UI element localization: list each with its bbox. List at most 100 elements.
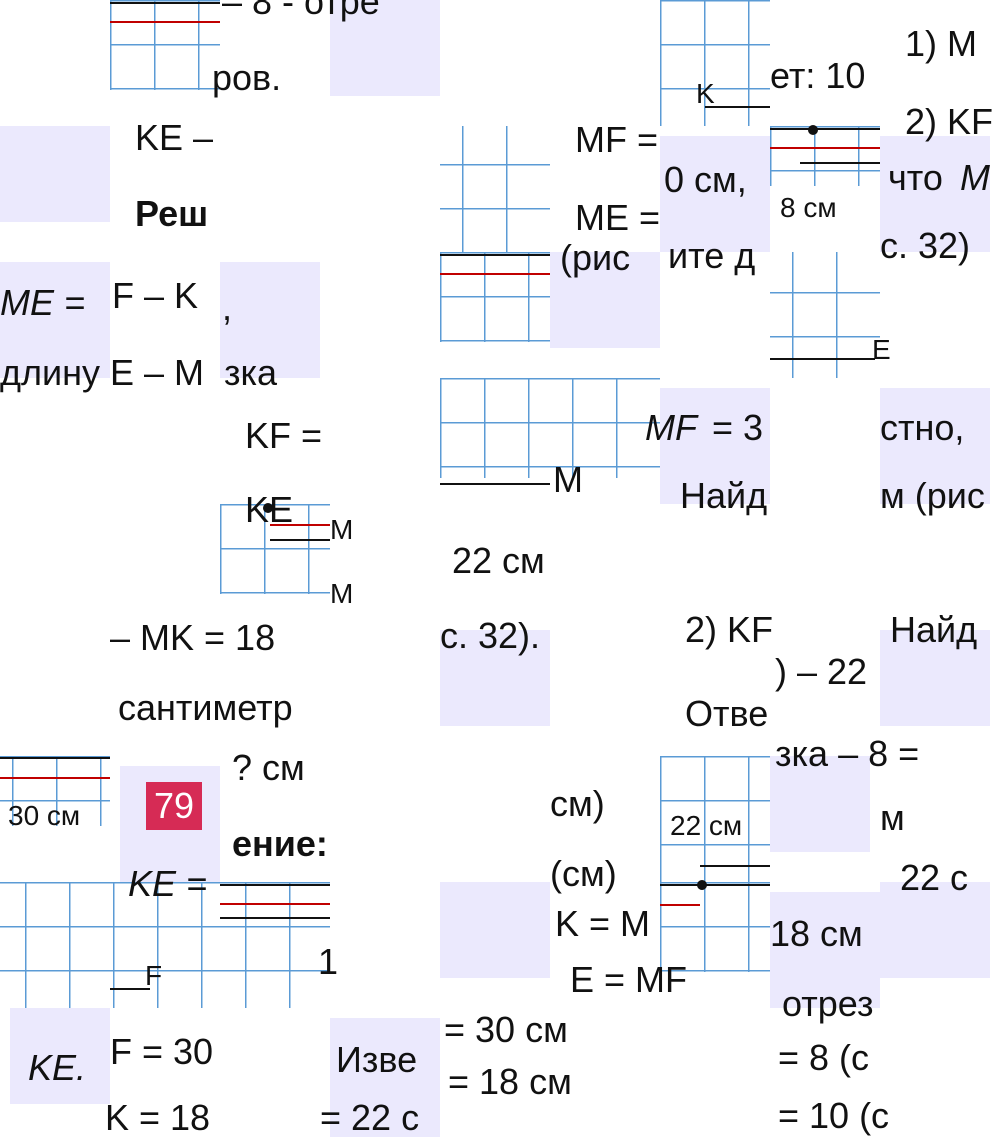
grid-tile bbox=[770, 126, 880, 186]
segment-line bbox=[270, 539, 330, 541]
highlight-tile bbox=[660, 136, 770, 252]
highlight-tile bbox=[10, 1008, 110, 1104]
highlight-tile bbox=[660, 388, 770, 504]
text-fragment: с. 32). bbox=[440, 615, 541, 656]
text-fragment: м (рис bbox=[880, 475, 985, 516]
segment-line bbox=[220, 884, 330, 886]
grid-tile bbox=[110, 0, 220, 90]
highlight-tile bbox=[440, 882, 550, 978]
highlight-tile bbox=[880, 630, 990, 726]
text-fragment: Реш bbox=[135, 193, 209, 234]
segment-line bbox=[110, 2, 220, 4]
highlight-tile bbox=[880, 136, 990, 252]
segment-line bbox=[110, 988, 150, 990]
text-fragment: ) – 22 bbox=[775, 651, 868, 692]
text-fragment: что bbox=[888, 157, 943, 198]
exercise-number-badge: 79 bbox=[146, 782, 203, 830]
highlight-tile bbox=[880, 882, 990, 978]
text-fragment: Найд bbox=[890, 609, 978, 650]
text-fragment: ите д bbox=[668, 235, 756, 276]
text-fragment: отрез bbox=[782, 983, 874, 1024]
text-fragment: 30 см bbox=[8, 800, 81, 831]
text-fragment: = 22 с bbox=[320, 1097, 420, 1138]
grid-tile bbox=[440, 252, 550, 342]
segment-line bbox=[770, 128, 880, 130]
text-fragment: KE = bbox=[128, 863, 208, 904]
highlight-tile bbox=[550, 252, 660, 348]
text-fragment: M bbox=[330, 578, 354, 609]
text-fragment: K = 18 bbox=[105, 1097, 211, 1138]
segment-red bbox=[270, 524, 330, 526]
text-fragment: длину bbox=[0, 352, 101, 393]
grid-tile bbox=[0, 756, 110, 826]
text-fragment: MF = bbox=[575, 119, 659, 160]
text-fragment: м bbox=[880, 797, 905, 838]
text-fragment: = 10 (с bbox=[778, 1095, 890, 1136]
text-fragment: 18 см bbox=[770, 913, 863, 954]
text-fragment: , bbox=[222, 287, 233, 328]
segment-red bbox=[660, 904, 700, 906]
text-fragment: Отве bbox=[685, 693, 769, 734]
text-fragment: MF bbox=[645, 407, 697, 448]
text-fragment: = 8 (с bbox=[778, 1037, 870, 1078]
highlight-tile bbox=[0, 262, 110, 378]
text-fragment: KE. bbox=[28, 1047, 87, 1088]
text-fragment: F bbox=[145, 960, 163, 991]
text-fragment: E bbox=[872, 334, 891, 365]
segment-line bbox=[705, 106, 770, 108]
text-fragment: ение: bbox=[232, 823, 328, 864]
text-fragment: F – K bbox=[112, 275, 199, 316]
text-fragment: K bbox=[696, 78, 715, 109]
grid-tile bbox=[660, 756, 770, 882]
segment-line bbox=[440, 483, 550, 485]
grid-tile bbox=[770, 252, 880, 378]
highlight-tile bbox=[220, 262, 320, 378]
segment-line bbox=[660, 884, 770, 886]
grid-tile bbox=[440, 126, 550, 252]
text-fragment: ME = bbox=[575, 197, 661, 238]
text-fragment: с. 32) bbox=[880, 225, 971, 266]
segment-line bbox=[220, 917, 330, 919]
segment-line bbox=[440, 254, 550, 256]
text-fragment: зка bbox=[224, 352, 278, 393]
text-fragment: E – M bbox=[110, 352, 205, 393]
segment-red bbox=[0, 777, 110, 779]
text-fragment: стно, bbox=[880, 407, 965, 448]
text-fragment: 22 см bbox=[452, 540, 545, 581]
highlight-tile bbox=[330, 1018, 440, 1137]
text-fragment: 22 см bbox=[670, 810, 743, 841]
text-fragment: 0 см, bbox=[664, 159, 747, 200]
text-fragment: ет: 10 bbox=[770, 55, 866, 96]
text-fragment: ? см bbox=[232, 747, 305, 788]
segment-red bbox=[770, 147, 880, 149]
text-fragment: K = M bbox=[555, 903, 651, 944]
text-fragment: (рис bbox=[560, 237, 631, 278]
text-fragment: – MK = 18 bbox=[110, 617, 276, 658]
text-fragment: Найд bbox=[680, 475, 768, 516]
text-fragment: M bbox=[553, 459, 583, 500]
text-fragment: – 8 - отре bbox=[222, 0, 380, 22]
text-fragment: сантиметр bbox=[118, 687, 293, 728]
segment-line bbox=[700, 865, 770, 867]
text-fragment: F = 30 bbox=[110, 1031, 214, 1072]
text-fragment: ров. bbox=[212, 57, 282, 98]
point bbox=[263, 503, 273, 513]
point bbox=[697, 880, 707, 890]
grid-tile bbox=[660, 882, 770, 972]
highlight-tile bbox=[330, 0, 440, 96]
highlight-tile bbox=[770, 756, 870, 852]
text-fragment: см) bbox=[550, 783, 605, 824]
segment-line bbox=[770, 358, 875, 360]
text-fragment: = 18 см bbox=[448, 1061, 572, 1102]
segment-red bbox=[110, 21, 220, 23]
highlight-tile bbox=[770, 892, 880, 1008]
segment-line bbox=[0, 757, 110, 759]
text-fragment: = 3 bbox=[712, 407, 764, 448]
segment-line bbox=[800, 162, 880, 164]
text-fragment: 22 с bbox=[900, 857, 969, 898]
text-fragment: = 30 см bbox=[444, 1009, 568, 1050]
text-fragment: M bbox=[960, 157, 990, 198]
text-fragment: 2) KF bbox=[685, 609, 774, 650]
point bbox=[808, 125, 818, 135]
highlight-tile bbox=[440, 630, 550, 726]
